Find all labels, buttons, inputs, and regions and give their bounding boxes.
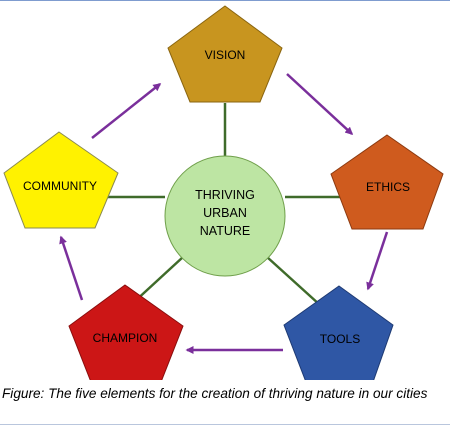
frame-bottom-border	[0, 424, 450, 425]
node-label-community: COMMUNITY	[23, 179, 97, 193]
arrow-ethics-to-tools	[366, 231, 389, 291]
connector-tools	[266, 256, 321, 306]
pentagon-champion-shape	[68, 284, 184, 380]
center-circle	[164, 155, 286, 277]
center-label-line-2: URBAN	[203, 206, 247, 220]
pentagon-ethics-shape	[330, 134, 444, 230]
figure-caption: Figure: The five elements for the creati…	[2, 386, 428, 401]
node-label-vision: VISION	[205, 48, 246, 62]
center-label-line-1: THRIVING	[195, 188, 255, 202]
node-champion: CHAMPION	[68, 284, 184, 380]
center-node: THRIVING URBAN NATURE	[164, 155, 286, 277]
five-elements-diagram: VISION ETHICS TOOLS CHAMPION COMMUNITY T…	[3, 5, 444, 380]
node-ethics: ETHICS	[330, 134, 444, 230]
arrow-champion-to-community	[59, 235, 84, 301]
connector-lines	[108, 103, 340, 306]
node-community: COMMUNITY	[3, 131, 119, 229]
pentagon-vision-shape	[167, 5, 283, 103]
node-tools: TOOLS	[283, 285, 394, 380]
node-label-champion: CHAMPION	[93, 331, 158, 345]
arrow-community-to-vision	[91, 83, 162, 139]
node-label-ethics: ETHICS	[366, 180, 410, 194]
pentagon-tools-shape	[283, 285, 394, 380]
pentagon-community-shape	[3, 131, 119, 229]
center-label-line-3: NATURE	[200, 224, 250, 238]
connector-champion	[132, 256, 184, 304]
node-vision: VISION	[167, 5, 283, 103]
cycle-arrows	[59, 73, 389, 354]
frame-top-border	[0, 0, 450, 1]
arrow-vision-to-ethics	[286, 73, 354, 136]
node-label-tools: TOOLS	[320, 332, 360, 346]
